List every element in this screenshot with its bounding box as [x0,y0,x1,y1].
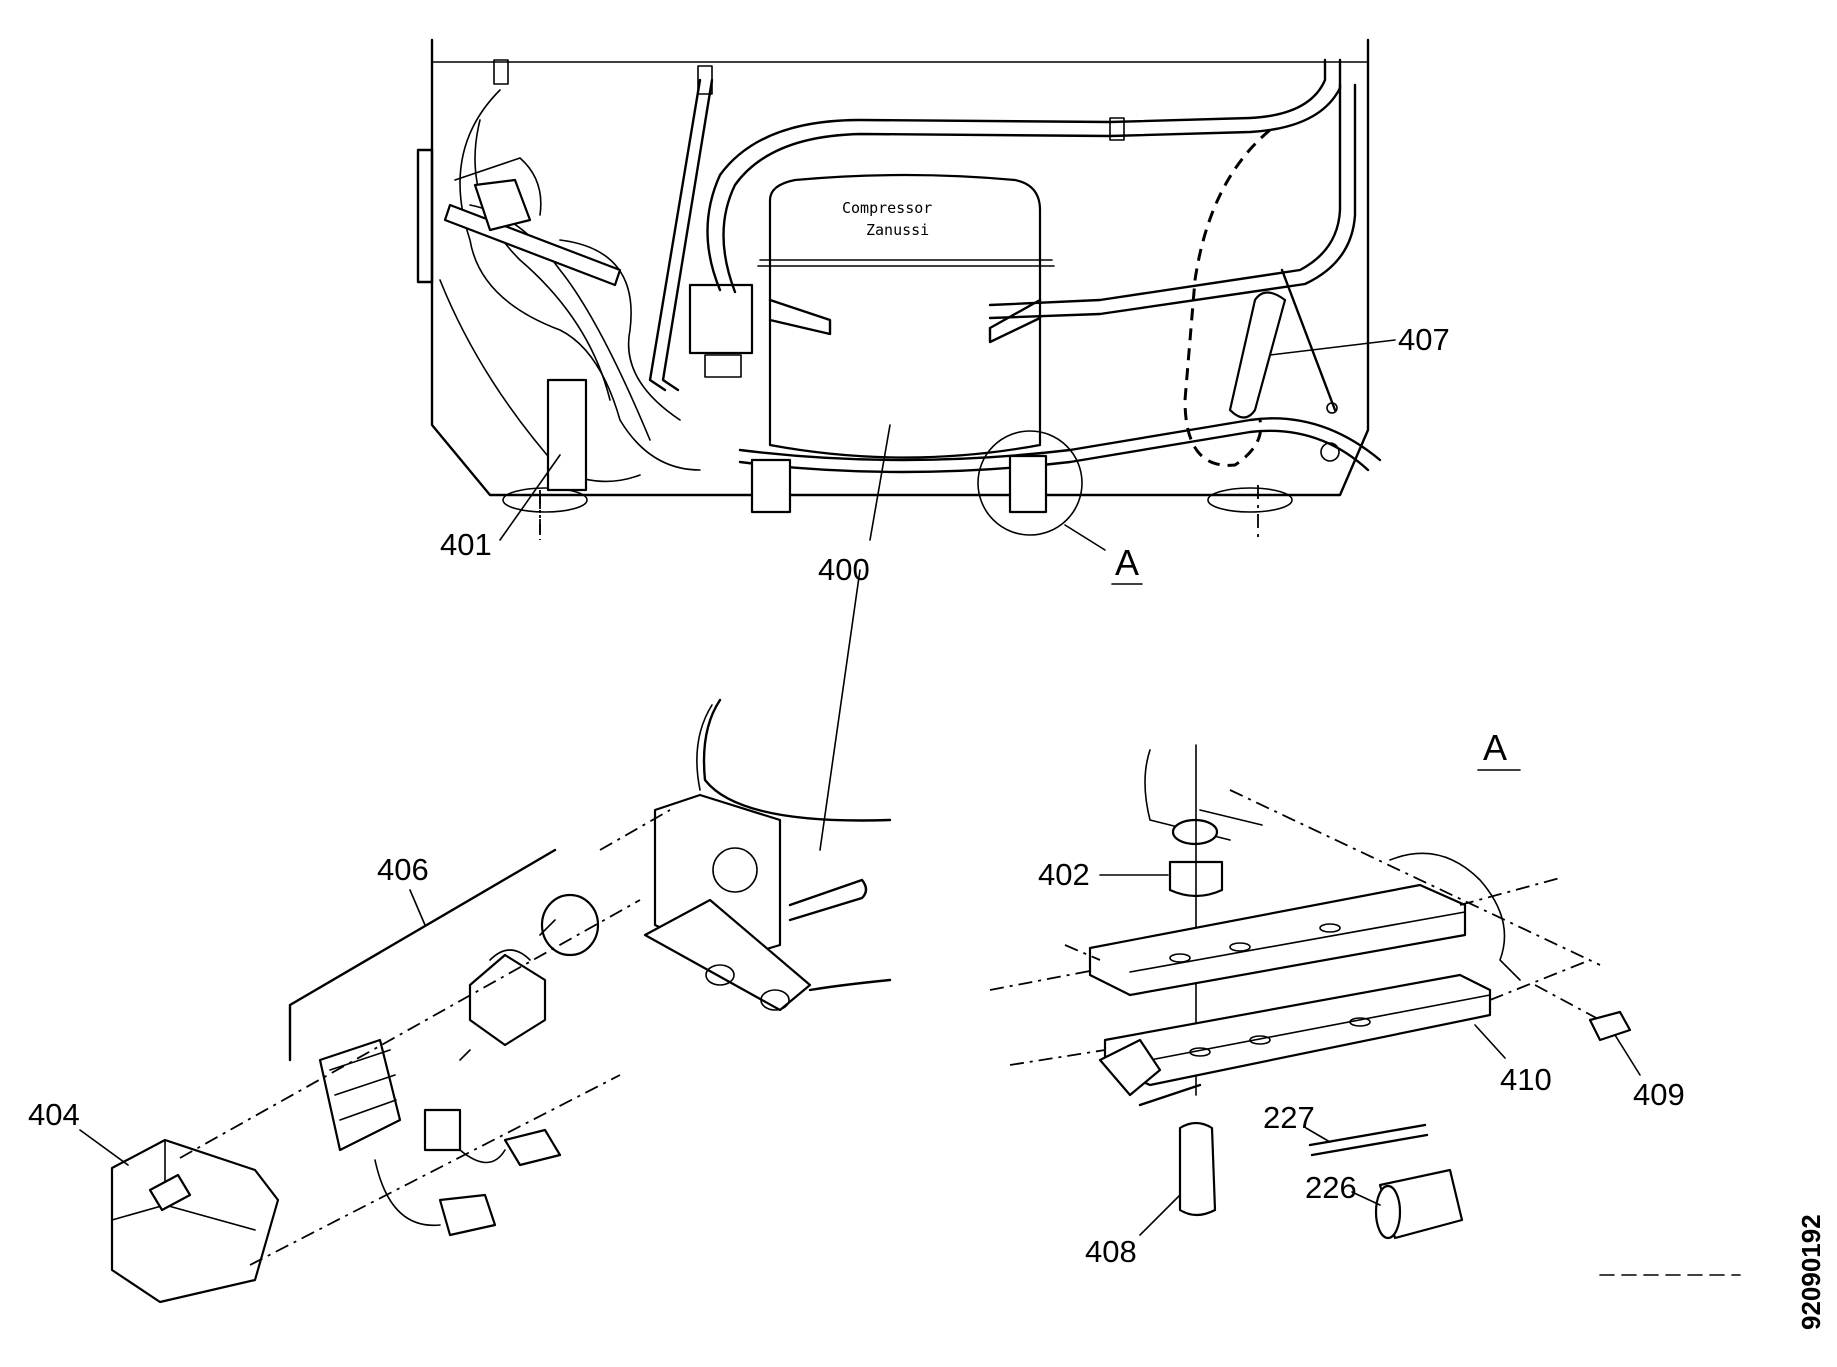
relay-exploded-view [110,569,892,1304]
callout-400-top: 400 [818,552,870,587]
callout-406: 406 [377,852,429,887]
callout-404: 404 [28,1097,80,1132]
cabinet-base-view [416,38,1370,540]
compressor-label-line-1: Compressor [842,199,932,217]
callout-402: 402 [1038,857,1090,892]
drawing-code: 92090192 [1796,1214,1826,1330]
detail-a-callouts: A 402 410 409 227 226 408 400 [1038,727,1685,1269]
detail-a-view [989,744,1741,1276]
piping [439,58,1382,540]
callout-409: 409 [1633,1077,1685,1112]
callout-detail-a-ref: A [1115,542,1139,583]
compressor-label-line-2: Zanussi [866,221,929,239]
callout-407: 407 [1398,322,1450,357]
callout-227: 227 [1263,1100,1315,1135]
callout-410: 410 [1500,1062,1552,1097]
callout-226: 226 [1305,1170,1357,1205]
callout-408: 408 [1085,1234,1137,1269]
callout-detail-a-title: A [1483,727,1507,768]
bottom-left-callouts: 406 404 [28,852,429,1166]
callout-401: 401 [440,527,492,562]
top-callouts: 401 400 A 407 [440,322,1450,587]
compressor-400: Compressor Zanussi [688,173,1055,459]
